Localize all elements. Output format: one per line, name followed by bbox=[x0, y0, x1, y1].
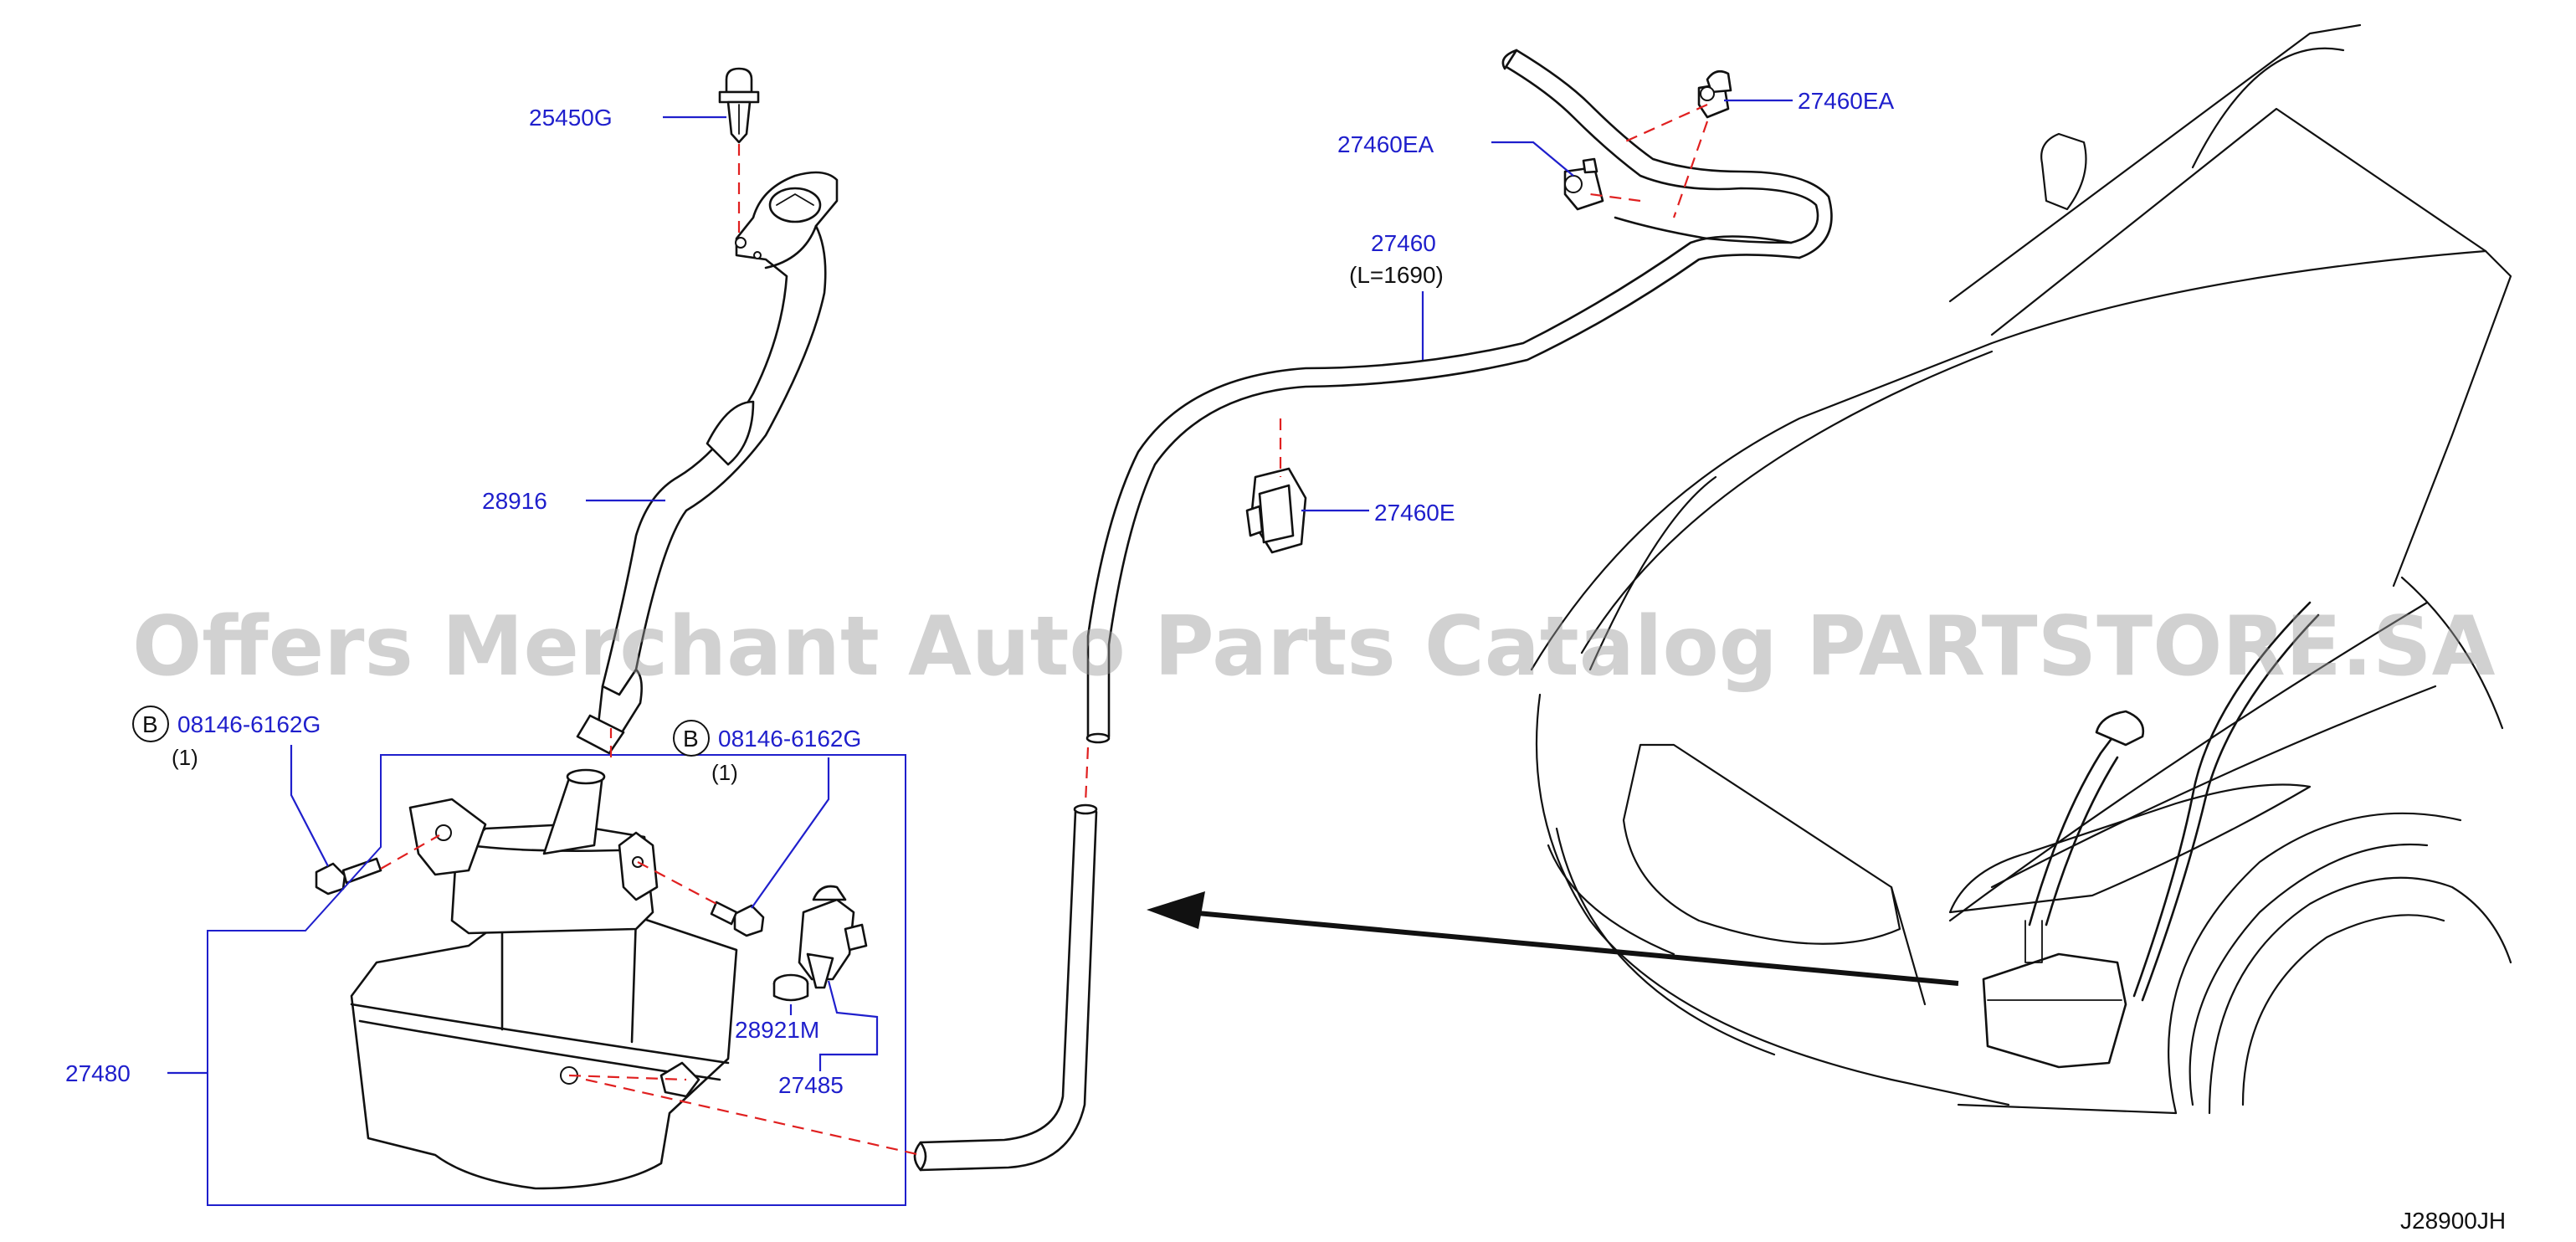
callout-27480[interactable]: 27480 bbox=[65, 1060, 131, 1086]
callout-27485[interactable]: 27485 bbox=[778, 1072, 844, 1098]
alignment-guides bbox=[380, 103, 1709, 1157]
callout-08146-right-qty: (1) bbox=[711, 760, 738, 785]
bolt-badge-left-letter: B bbox=[142, 711, 158, 737]
clip-25450g bbox=[718, 67, 760, 144]
washer-tank-27480 bbox=[350, 768, 738, 1190]
callout-08146-right[interactable]: 08146-6162G bbox=[718, 726, 861, 752]
callout-25450g[interactable]: 25450G bbox=[529, 105, 613, 131]
bolt-badge-right-letter: B bbox=[683, 726, 699, 752]
car-front-outline bbox=[1530, 23, 2512, 1115]
callout-27460ea-left[interactable]: 27460EA bbox=[1337, 131, 1434, 157]
bolt-08146-left bbox=[315, 857, 382, 896]
location-arrow bbox=[1147, 891, 1959, 986]
bolt-08146-right bbox=[710, 901, 765, 937]
bolt-badge-right bbox=[673, 720, 710, 757]
tank-assembly-frame bbox=[207, 754, 906, 1206]
clip-27460e bbox=[1245, 467, 1307, 554]
diagram-code: J28900JH bbox=[2400, 1208, 2506, 1234]
washer-hose-27460 bbox=[913, 49, 1833, 1172]
filler-neck-28916 bbox=[576, 171, 839, 755]
bolt-badge-left bbox=[132, 706, 169, 742]
car-washer-location bbox=[1982, 601, 2320, 1069]
callout-08146-left[interactable]: 08146-6162G bbox=[177, 711, 321, 737]
grommet-28921m bbox=[772, 973, 809, 1002]
callout-28921m[interactable]: 28921M bbox=[735, 1017, 819, 1043]
callout-27460e[interactable]: 27460E bbox=[1374, 500, 1455, 526]
callout-08146-left-qty: (1) bbox=[172, 745, 198, 770]
callout-27460[interactable]: 27460 bbox=[1371, 230, 1436, 256]
callout-28916[interactable]: 28916 bbox=[482, 488, 547, 514]
clip-27460ea-right bbox=[1697, 69, 1732, 119]
watermark: Offers Merchant Auto Parts Catalog PARTS… bbox=[132, 599, 2496, 695]
washer-pump-27485 bbox=[798, 885, 868, 989]
callout-27460ea-right[interactable]: 27460EA bbox=[1798, 88, 1895, 114]
callout-27460-length: (L=1690) bbox=[1349, 262, 1444, 288]
clip-27460ea-left bbox=[1563, 157, 1604, 211]
